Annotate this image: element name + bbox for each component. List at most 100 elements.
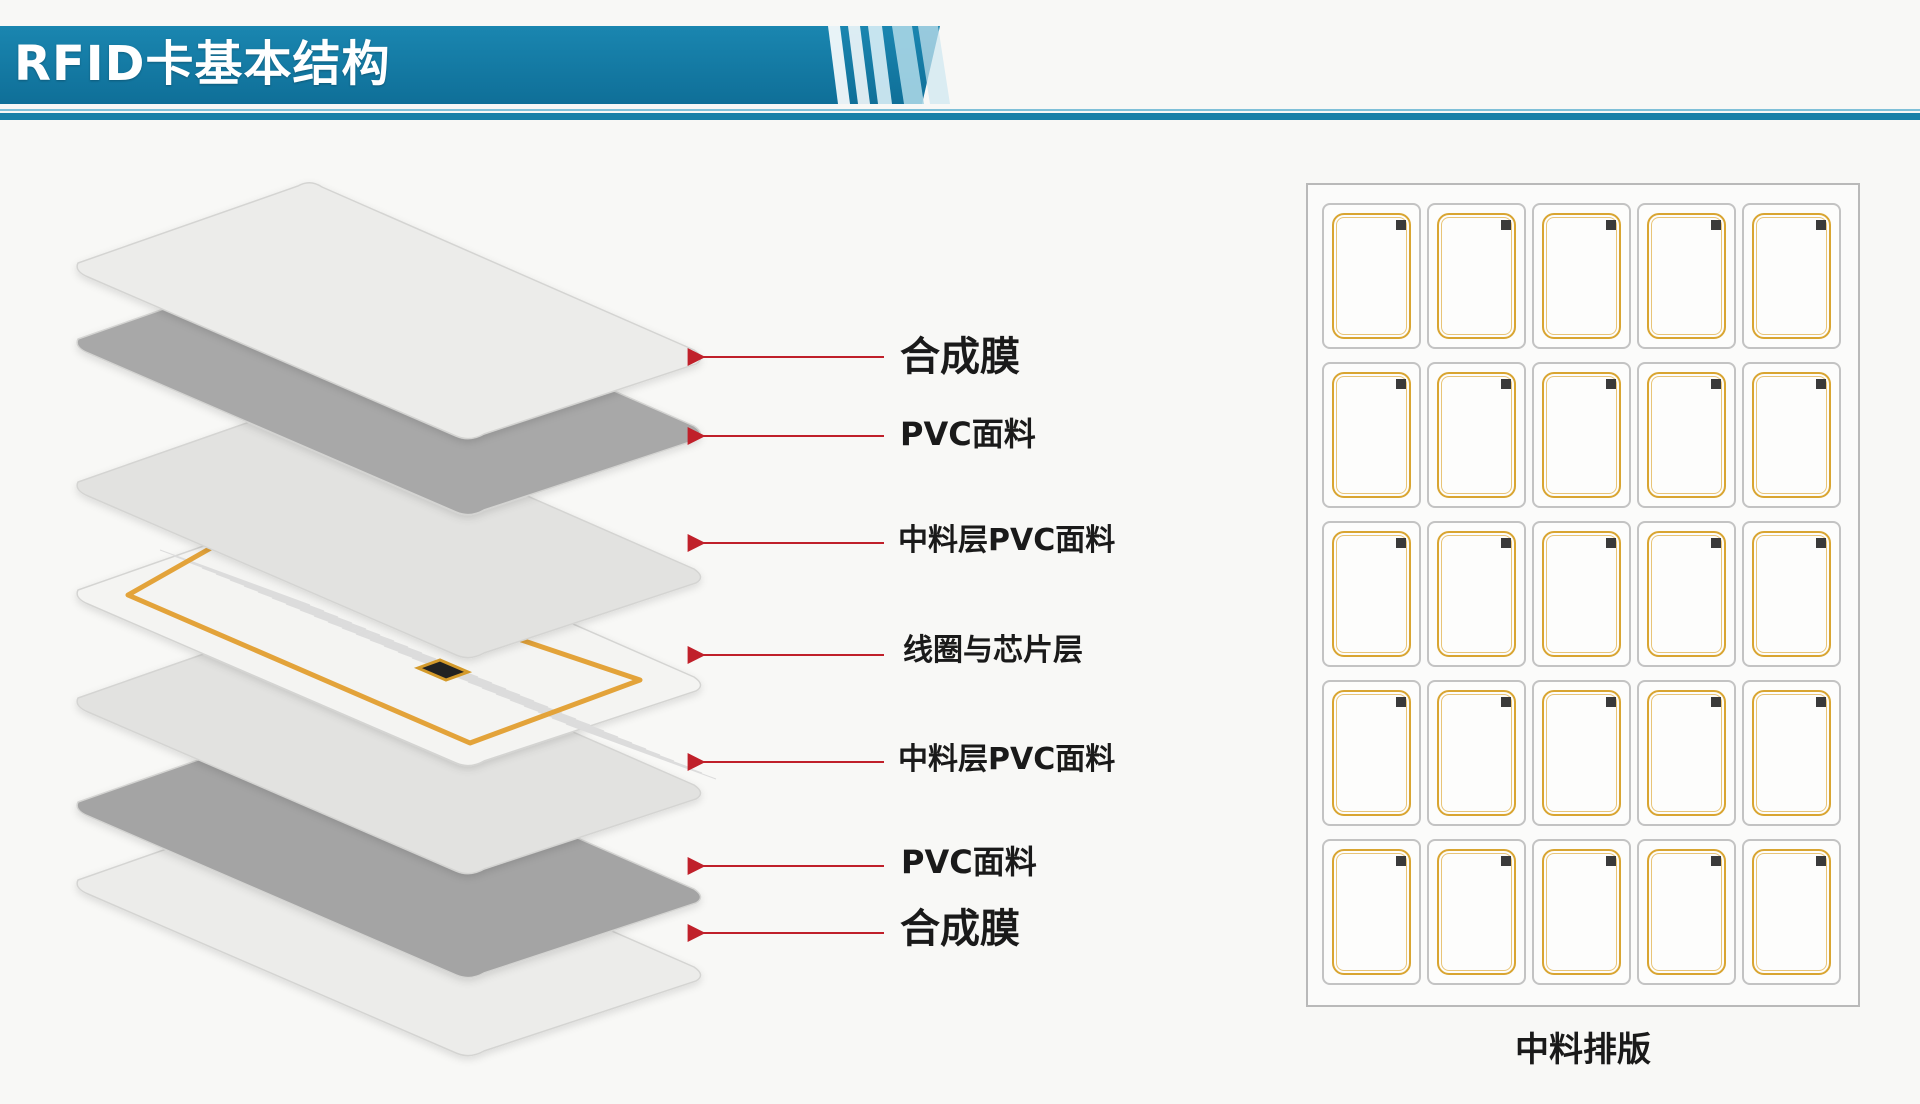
label-top-synthetic-film: 合成膜	[900, 334, 1020, 380]
inlay-cell	[1742, 203, 1841, 349]
chip-icon	[1606, 856, 1616, 866]
inlay-coil	[1752, 213, 1831, 339]
inlay-cell	[1742, 521, 1841, 667]
texture-line	[173, 555, 325, 612]
inlay-coil	[1752, 372, 1831, 498]
chip-icon	[1501, 856, 1511, 866]
inlay-coil	[1332, 531, 1411, 657]
inlay-cell	[1637, 521, 1736, 667]
inlay-cell	[1532, 521, 1631, 667]
chip-icon	[1816, 220, 1826, 230]
chip-icon	[1711, 856, 1721, 866]
header-rule	[0, 113, 1920, 120]
label-bottom-synthetic-film: 合成膜	[900, 906, 1020, 952]
inlay-coil	[1332, 690, 1411, 816]
texture-line	[271, 597, 423, 654]
texture-line	[439, 669, 591, 726]
inlay-coil	[1437, 690, 1516, 816]
inlay-cell	[1742, 362, 1841, 508]
chip-icon	[1606, 379, 1616, 389]
chip-icon	[1396, 379, 1406, 389]
inlay-cell	[1637, 680, 1736, 826]
texture-line	[299, 609, 451, 666]
texture-line	[397, 651, 549, 708]
inlay-coil	[1647, 372, 1726, 498]
inlay-cell	[1322, 521, 1421, 667]
chip-icon	[1816, 538, 1826, 548]
inlay-cell	[1532, 362, 1631, 508]
card-layers-diagram	[76, 182, 884, 1057]
texture-line	[509, 699, 661, 756]
inlay-coil	[1437, 849, 1516, 975]
inlay-cell	[1637, 362, 1736, 508]
chip-icon	[1816, 856, 1826, 866]
label-top-pvc-face: PVC面料	[900, 415, 1036, 453]
chip-icon	[1711, 220, 1721, 230]
label-upper-middle-pvc: 中料层PVC面料	[898, 523, 1116, 558]
texture-line	[453, 675, 605, 732]
chip-icon	[1501, 538, 1511, 548]
chip-icon	[1711, 538, 1721, 548]
inlay-coil	[1437, 372, 1516, 498]
chip-icon	[413, 658, 473, 682]
chip-icon	[1396, 220, 1406, 230]
inlay-sheet-layout	[1306, 183, 1860, 1007]
inlay-coil	[1542, 531, 1621, 657]
texture-line	[551, 717, 703, 774]
inlay-cell	[1742, 680, 1841, 826]
header-banner	[0, 26, 940, 104]
inlay-coil	[1437, 213, 1516, 339]
header-rule-thin	[0, 109, 1920, 111]
inlay-cell	[1427, 521, 1526, 667]
chip-icon	[1606, 697, 1616, 707]
label-bottom-pvc-face: PVC面料	[901, 843, 1037, 881]
inlay-coil	[1647, 849, 1726, 975]
texture-line	[495, 693, 647, 750]
inlay-coil	[1647, 531, 1726, 657]
chip-icon	[1606, 538, 1616, 548]
inlay-cell	[1427, 839, 1526, 985]
chip-icon	[1396, 697, 1406, 707]
texture-line	[243, 585, 395, 642]
chip-icon	[1816, 697, 1826, 707]
texture-line	[355, 633, 507, 690]
inlay-cell	[1637, 203, 1736, 349]
inlay-cell	[1322, 203, 1421, 349]
chip-icon	[1501, 220, 1511, 230]
inlay-cell	[1427, 203, 1526, 349]
inlay-cell	[1322, 362, 1421, 508]
texture-line	[201, 567, 353, 624]
chip-icon	[1501, 697, 1511, 707]
inlay-cell	[1322, 680, 1421, 826]
header-stripes-decoration	[828, 26, 950, 104]
inlay-coil	[1332, 849, 1411, 975]
inlay-cell	[1532, 203, 1631, 349]
texture-line	[467, 681, 619, 738]
inlay-cell	[1427, 362, 1526, 508]
chip-icon	[1396, 856, 1406, 866]
antenna-coil	[125, 537, 643, 746]
inlay-coil	[1542, 849, 1621, 975]
inlay-coil	[1542, 690, 1621, 816]
layer-coil-chip-layer	[76, 494, 717, 780]
inlay-cell	[1532, 680, 1631, 826]
texture-line	[481, 687, 633, 744]
inlay-coil	[1542, 213, 1621, 339]
chip-icon	[1606, 220, 1616, 230]
sheet-caption: 中料排版	[1515, 1030, 1651, 1070]
inlay-cell	[1637, 839, 1736, 985]
inlay-coil	[1332, 372, 1411, 498]
texture-line	[215, 573, 367, 630]
chip-icon	[1501, 379, 1511, 389]
inlay-cell	[1742, 839, 1841, 985]
texture-line	[229, 579, 381, 636]
inlay-coil	[1437, 531, 1516, 657]
inlay-coil	[1752, 849, 1831, 975]
inlay-coil	[1752, 531, 1831, 657]
chip-icon	[1816, 379, 1826, 389]
texture-line	[159, 549, 311, 606]
inlay-coil	[1647, 690, 1726, 816]
chip-icon	[1711, 379, 1721, 389]
inlay-cell	[1427, 680, 1526, 826]
texture-line	[285, 603, 437, 660]
